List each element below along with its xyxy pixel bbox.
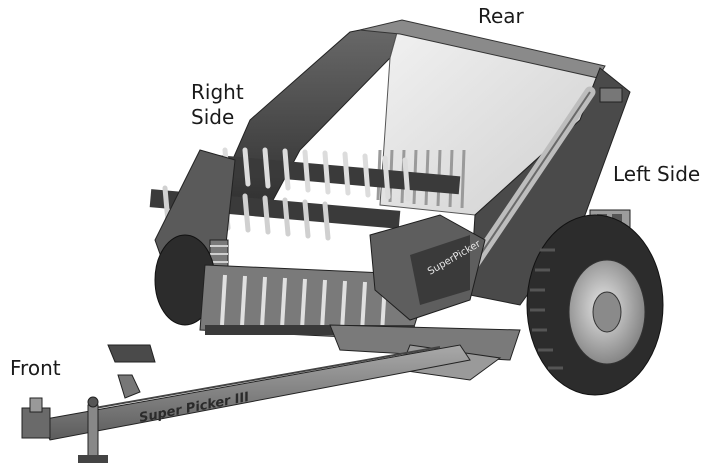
pickup-basket: [199, 264, 431, 341]
lift-cylinder: [464, 86, 623, 276]
left-tire: [526, 214, 664, 396]
jack-stand: [78, 396, 108, 463]
label-rear: Rear: [478, 4, 524, 28]
label-right-side-line1: Right: [191, 80, 244, 104]
label-front: Front: [10, 356, 61, 380]
hitch-clevis: [21, 397, 51, 439]
label-right-side-line2: Side: [191, 105, 235, 129]
label-right-side: Right Side: [191, 80, 244, 130]
hydraulic-line: [94, 346, 441, 409]
label-left-side: Left Side: [613, 162, 701, 186]
tongue: Super Picker III: [39, 344, 471, 441]
gearbox-housing: SuperPicker: [369, 214, 486, 321]
hose-holder: [107, 344, 156, 399]
